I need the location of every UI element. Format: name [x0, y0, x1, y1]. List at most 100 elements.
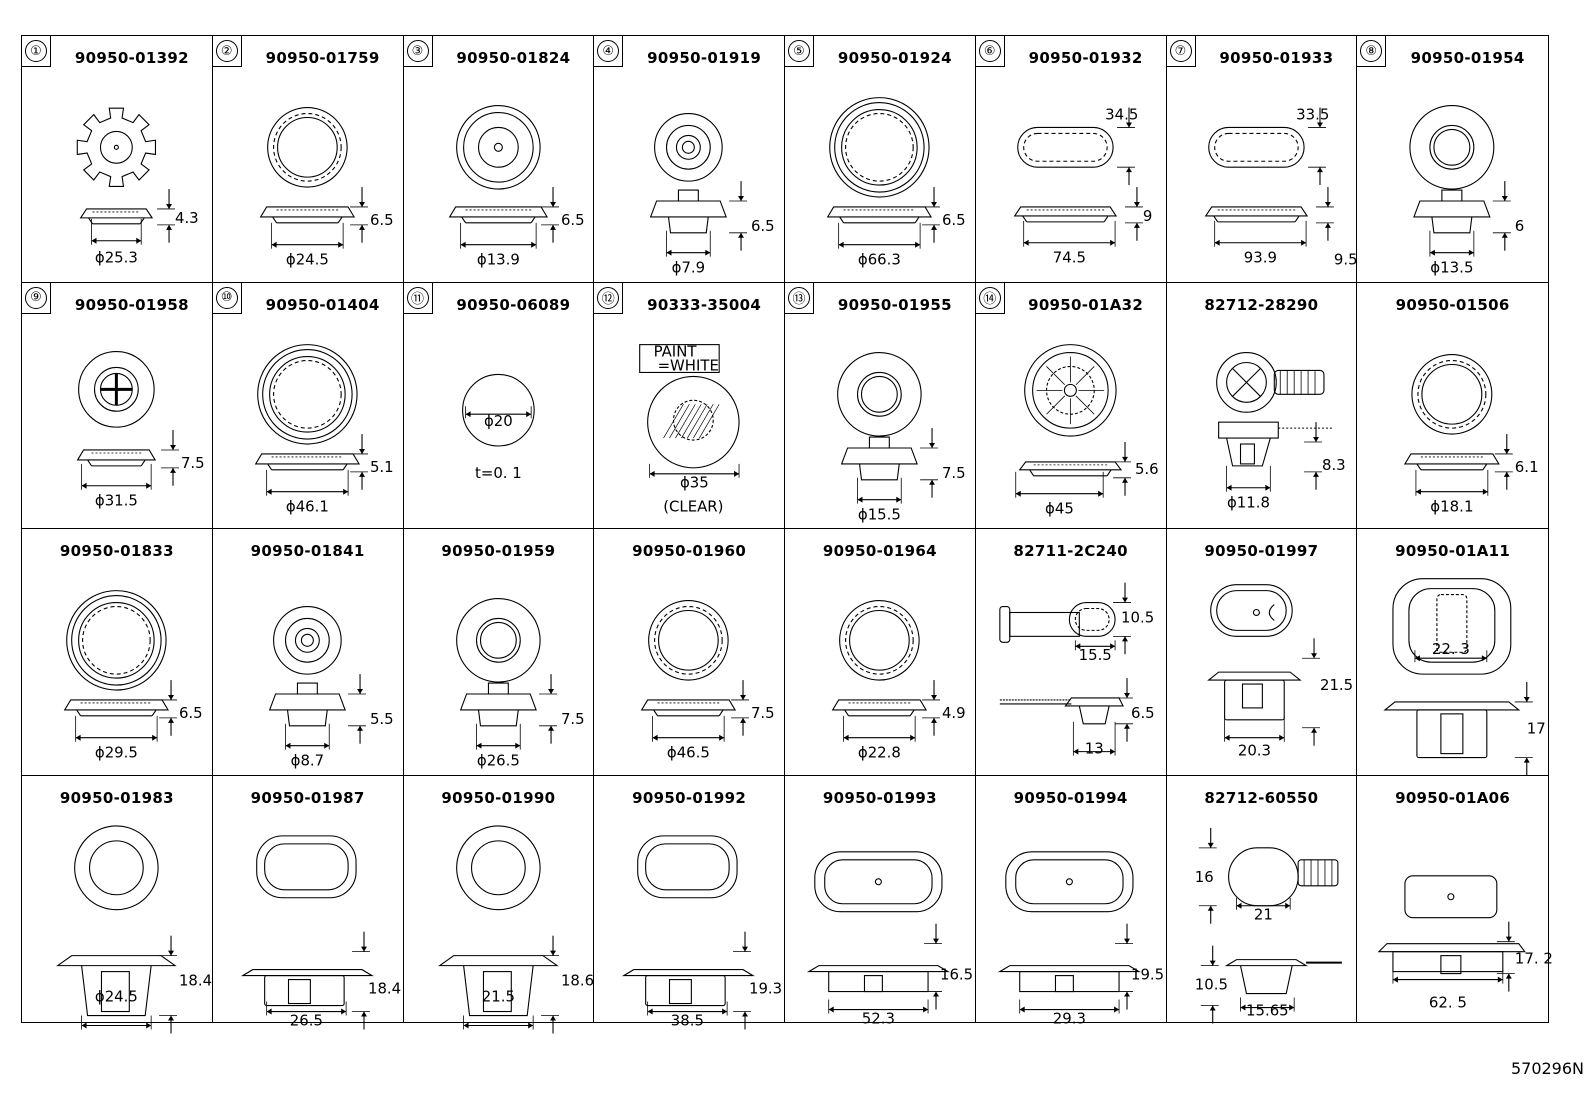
height-dimension: [1198, 827, 1217, 924]
height-label: 6.1: [1515, 457, 1539, 475]
callout-number: ⑩: [215, 286, 238, 309]
height-dimension: [1497, 921, 1516, 992]
callout-number: ⑫: [597, 286, 620, 309]
width-label: ϕ8.7: [290, 752, 324, 770]
part-drawing: [837, 351, 922, 480]
width-label: 22. 3: [1432, 640, 1470, 658]
part-number: 90950-01A06: [1395, 788, 1511, 807]
height-label: 18.6: [560, 971, 593, 989]
width-label: 93.9: [1243, 249, 1276, 267]
part-illustration: 33.59.593.9: [1204, 105, 1357, 269]
height-dimension: [1307, 107, 1326, 186]
part-drawing: [650, 112, 728, 234]
width-dimension: [462, 1015, 534, 1029]
callout-badge: ①: [22, 36, 51, 67]
height-label: 5.6: [1135, 459, 1159, 477]
thickness-label: t=0. 1: [475, 463, 522, 481]
height-dimension: [538, 674, 557, 744]
height-label: 7.5: [942, 463, 966, 481]
part-number: 90950-01932: [1028, 49, 1143, 67]
part-illustration: 19.529.3: [997, 850, 1164, 1027]
part-number: 90950-01993: [822, 788, 937, 807]
width-label: ϕ25.3: [95, 249, 138, 267]
part-number: 90950-01A32: [1028, 295, 1144, 314]
callout-number: ①: [25, 40, 47, 62]
part-drawing: [1215, 351, 1332, 466]
height-dimension: [1114, 678, 1133, 742]
part-illustration: 6.5ϕ7.9: [650, 112, 775, 277]
height-dimension: [351, 931, 370, 1029]
height-dimension: [1116, 107, 1135, 186]
height-dimension: [1301, 638, 1320, 746]
part-illustration: 18.621.5: [437, 824, 594, 1033]
callout-badge: ⑫: [594, 282, 624, 314]
part-cell: 90950-01A11 22. 3 17: [1357, 529, 1548, 776]
part-number: 90950-01960: [632, 542, 747, 560]
width-dimension: [1213, 220, 1306, 247]
height-label: 6.5: [370, 211, 394, 229]
height-label: 4.9: [942, 704, 966, 722]
width-dimension: [1023, 220, 1116, 247]
height-dimension: [157, 189, 175, 243]
part-illustration: 6.5 ϕ24.5: [259, 107, 394, 269]
part-drawing: [259, 107, 355, 224]
height-dimension: [733, 931, 752, 1029]
width-label: ϕ24.5: [286, 251, 329, 269]
width-dimension: [91, 218, 142, 245]
part-number: 90950-01994: [1013, 788, 1128, 807]
part-drawing: [448, 105, 548, 224]
height-dimension: [922, 680, 940, 736]
callout-number: ②: [215, 40, 238, 62]
height-dimension: [1303, 421, 1322, 490]
height-label: 17: [1527, 720, 1546, 738]
part-number: 90950-06089: [456, 295, 571, 314]
callout-badge: ⑤: [785, 36, 814, 67]
diagram-code: 570296N: [1510, 1059, 1584, 1078]
part-drawing: [437, 824, 559, 1016]
part-drawing: [1383, 578, 1521, 759]
height-label: 5.5: [370, 710, 394, 728]
width-dimension: [75, 715, 158, 742]
part-drawing: [1224, 846, 1342, 994]
height-dimension: [1200, 945, 1219, 1023]
width-dimension: [647, 1001, 728, 1016]
height-label: 19.5: [1131, 965, 1164, 983]
part-drawing: [622, 834, 756, 1006]
width-dimension: [459, 222, 537, 249]
width-dimension: [1019, 999, 1120, 1014]
callout-badge: ③: [403, 36, 433, 67]
part-illustration: 22. 3 17: [1383, 578, 1546, 776]
part-drawing: [268, 605, 346, 727]
callout-badge: ⑬: [785, 282, 814, 314]
part-drawing: [831, 600, 928, 717]
width-label: 21: [1253, 905, 1272, 923]
height-dimension: [1114, 923, 1133, 1010]
width-label: 52.3: [862, 1009, 895, 1027]
width-dimension: [475, 723, 521, 750]
part-number: 90950-01992: [632, 788, 747, 807]
part-number: 90950-01833: [59, 542, 174, 560]
part-number: 90950-01919: [647, 49, 762, 67]
part-number: 90950-01958: [74, 295, 189, 314]
part-drawing: [997, 850, 1141, 992]
height-dimension: [540, 935, 559, 1033]
part-number: 90950-01997: [1204, 542, 1319, 560]
part-number: 90950-01A11: [1395, 542, 1511, 560]
width-dimension: [1015, 471, 1104, 498]
part-illustration: 5.5 ϕ8.7: [268, 605, 394, 770]
